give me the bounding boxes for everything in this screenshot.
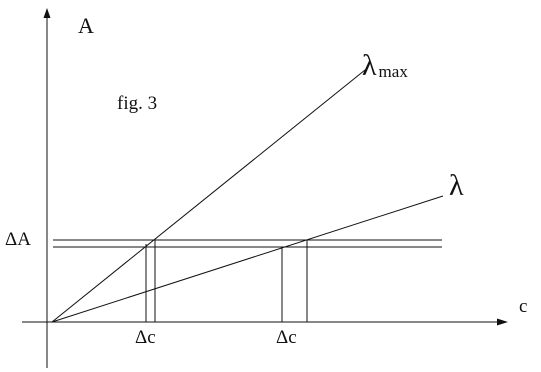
y-axis-arrow (43, 8, 51, 18)
delta-c-right-label: Δc (276, 327, 297, 348)
lambda-max-symbol: λ (362, 49, 377, 82)
delta-c-left-label: Δc (135, 327, 156, 348)
lambda-max-subscript: max (379, 62, 409, 81)
lambda-label: λ (449, 169, 464, 202)
x-axis-arrow (497, 318, 508, 326)
y-axis-label: A (78, 13, 94, 38)
lambda-line (51, 195, 444, 323)
x-axis-label: c (519, 296, 527, 317)
lambda-max-line (51, 69, 366, 323)
figure-label: fig. 3 (117, 93, 157, 114)
delta-a-label: ΔA (5, 229, 31, 250)
